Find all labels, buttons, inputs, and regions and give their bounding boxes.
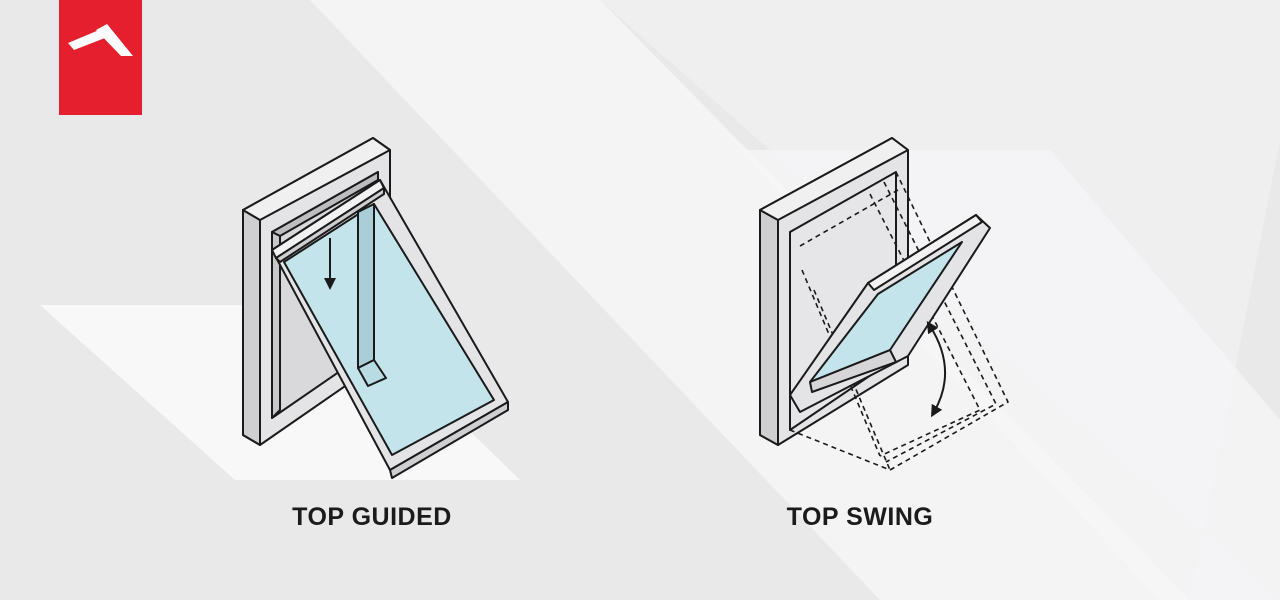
brand-logo-mark-icon <box>68 24 133 56</box>
top-swing-window-icon <box>759 137 1009 471</box>
top-swing-caption: TOP SWING <box>786 503 934 531</box>
top-guided-caption: TOP GUIDED <box>292 503 452 531</box>
top-guided-glass <box>283 203 495 456</box>
top-guided-window-icon <box>242 137 509 479</box>
brand-logo[interactable] <box>59 0 142 115</box>
